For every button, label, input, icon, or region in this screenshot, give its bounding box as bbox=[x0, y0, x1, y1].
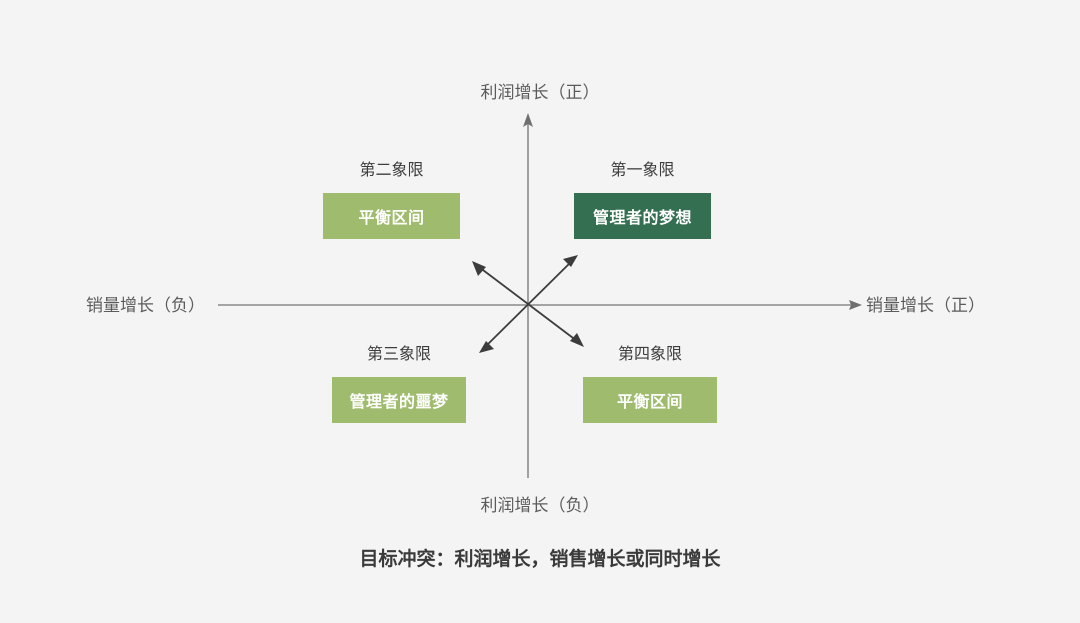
quadrant-two-box: 平衡区间 bbox=[323, 193, 460, 239]
axis-label-sales-negative: 销量增长（负） bbox=[86, 296, 205, 315]
axis-label-profit-negative: 利润增长（负） bbox=[480, 496, 600, 515]
quadrant-one: 第一象限 管理者的梦想 bbox=[574, 163, 711, 239]
quadrant-one-title: 第一象限 bbox=[610, 162, 675, 179]
quadrant-two-title: 第二象限 bbox=[359, 162, 424, 179]
quadrant-three-title: 第三象限 bbox=[366, 346, 431, 363]
quadrant-two: 第二象限 平衡区间 bbox=[323, 163, 460, 239]
quadrant-four-box: 平衡区间 bbox=[583, 377, 717, 423]
quadrant-four: 第四象限 平衡区间 bbox=[583, 347, 717, 423]
quadrant-three-box: 管理者的噩梦 bbox=[332, 377, 466, 423]
axis-label-profit-positive: 利润增长（正） bbox=[480, 83, 600, 102]
quadrant-four-title: 第四象限 bbox=[617, 346, 682, 363]
diagram-caption: 目标冲突：利润增长，销售增长或同时增长 bbox=[359, 549, 721, 570]
quadrant-three: 第三象限 管理者的噩梦 bbox=[332, 347, 466, 423]
axis-label-sales-positive: 销量增长（正） bbox=[866, 296, 985, 315]
diagonal-arrow-down-right bbox=[472, 261, 584, 347]
vertical-axis-arrowhead bbox=[523, 113, 533, 127]
quadrant-one-box: 管理者的梦想 bbox=[574, 193, 711, 239]
horizontal-axis-arrowhead bbox=[849, 300, 862, 310]
